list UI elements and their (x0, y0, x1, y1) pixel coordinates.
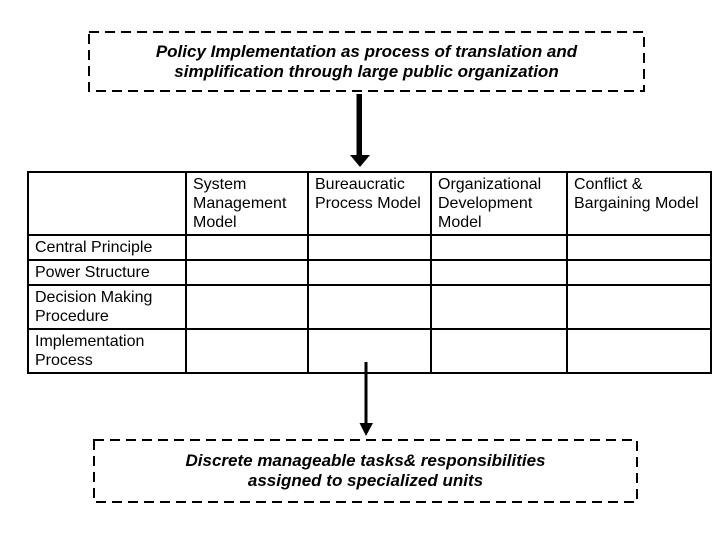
top-process-box: Policy Implementation as process of tran… (89, 32, 644, 91)
table-cell-empty (185, 234, 309, 261)
top-process-box-line2: simplification through large public orga… (174, 61, 559, 81)
row-label: Central Principle (27, 234, 187, 261)
top-process-box-line1: Policy Implementation as process of tran… (155, 41, 578, 61)
table-cell-empty (430, 284, 568, 330)
row-label: Implementation Process (27, 328, 187, 374)
table-corner-cell (27, 171, 187, 236)
down-arrow-icon (350, 94, 370, 167)
table-cell-empty (430, 234, 568, 261)
table-cell-empty (566, 234, 712, 261)
table-header-row: System Management Model Bureaucratic Pro… (27, 171, 712, 236)
table-cell-empty (185, 328, 309, 374)
row-label: Decision Making Procedure (27, 284, 187, 330)
column-header-bureaucratic-process-model: Bureaucratic Process Model (307, 171, 432, 236)
bottom-process-box: Discrete manageable tasks& responsibilit… (94, 440, 637, 502)
top-box-border (88, 31, 645, 92)
bottom-process-box-line2: assigned to specialized units (247, 471, 484, 490)
table-cell-empty (430, 328, 568, 374)
table-cell-empty (307, 328, 432, 374)
column-header-conflict-bargaining-model: Conflict & Bargaining Model (566, 171, 712, 236)
table-row-decision-making-procedure: Decision Making Procedure (27, 284, 712, 330)
table-cell-empty (430, 259, 568, 286)
table-row-implementation-process: Implementation Process (27, 328, 712, 374)
table-cell-empty (566, 328, 712, 374)
column-header-system-management-model: System Management Model (185, 171, 309, 236)
table-row-power-structure: Power Structure (27, 259, 712, 286)
table-cell-empty (185, 259, 309, 286)
table-row-central-principle: Central Principle (27, 234, 712, 261)
table-cell-empty (566, 259, 712, 286)
down-arrow-icon (359, 362, 373, 436)
table-cell-empty (185, 284, 309, 330)
table-cell-empty (307, 259, 432, 286)
column-header-organizational-development-model: Organizational Development Model (430, 171, 568, 236)
row-label: Power Structure (27, 259, 187, 286)
bottom-process-box-line1: Discrete manageable tasks& responsibilit… (185, 451, 546, 470)
models-comparison-table: System Management Model Bureaucratic Pro… (27, 171, 712, 374)
table-cell-empty (307, 234, 432, 261)
table-cell-empty (307, 284, 432, 330)
table-cell-empty (566, 284, 712, 330)
